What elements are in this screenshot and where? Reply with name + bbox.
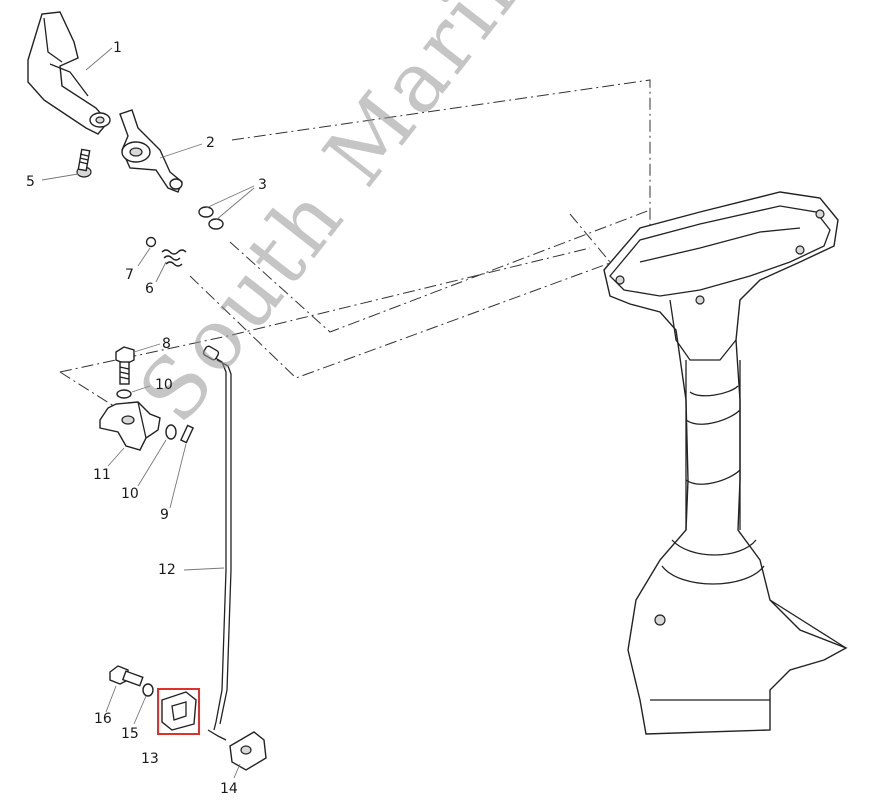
callout-11: 11 [93,467,111,483]
callout-13: 13 [141,751,159,767]
part-15-washer [142,683,154,697]
part-10-washer-upper [116,389,132,399]
reference-dash-lines [59,79,651,411]
callout-6: 6 [145,281,154,297]
callout-5: 5 [26,174,35,190]
part-13-clip [161,691,197,731]
part-7-ball [145,236,157,248]
part-5-screw [76,148,92,178]
callout-7: 7 [125,267,134,283]
part-3-o-rings [198,206,224,230]
part-12-shift-rod [202,345,232,741]
callout-15: 15 [121,726,139,742]
part-1-shift-lever [27,11,111,135]
leader-lines [41,47,255,779]
part-16-bolt [109,665,144,687]
callout-9: 9 [160,507,169,523]
callout-10-upper: 10 [155,377,173,393]
callout-16: 16 [94,711,112,727]
highlight-box-part-13 [157,688,200,735]
part-2-shift-shaft [119,109,183,193]
part-11-bracket [99,401,161,451]
callout-10-lower: 10 [121,486,139,502]
part-9-pin [179,424,195,444]
part-8-bolt [115,346,135,385]
part-6-spring [161,249,187,267]
part-10-washer-lower [165,424,177,440]
callout-1: 1 [113,40,122,56]
lower-unit-housing [603,191,848,735]
callout-8: 8 [162,336,171,352]
callout-12: 12 [158,562,176,578]
callout-14: 14 [220,781,238,797]
callout-3: 3 [258,177,267,193]
part-14-plate [229,731,267,771]
callout-2: 2 [206,135,215,151]
